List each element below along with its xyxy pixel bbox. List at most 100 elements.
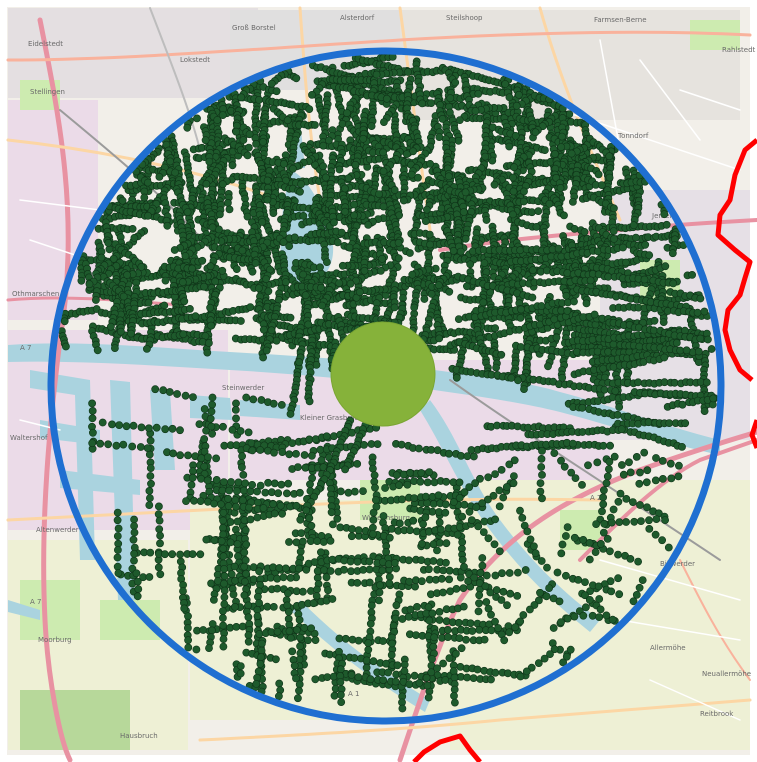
data-point xyxy=(382,94,391,103)
data-point xyxy=(379,118,388,126)
label-billwerder: Billwerder xyxy=(660,560,695,568)
data-point xyxy=(171,168,179,177)
data-point xyxy=(668,249,677,258)
data-point xyxy=(479,298,488,307)
data-point xyxy=(509,173,517,182)
data-point xyxy=(117,327,125,336)
data-point xyxy=(203,348,212,357)
data-point xyxy=(191,312,200,321)
data-point xyxy=(516,313,525,322)
data-point xyxy=(223,198,232,207)
data-point xyxy=(557,143,566,151)
label-farmsen-berne: Farmsen-Berne xyxy=(594,16,647,24)
data-point xyxy=(215,210,224,219)
data-point xyxy=(434,281,443,290)
data-point xyxy=(137,262,146,271)
data-point xyxy=(144,298,153,307)
data-point xyxy=(228,161,237,170)
data-point xyxy=(445,287,454,296)
label-tonndorf: Tonndorf xyxy=(617,132,649,140)
data-point xyxy=(641,240,650,249)
data-point xyxy=(337,228,346,237)
data-point xyxy=(118,196,127,205)
data-point xyxy=(60,317,69,326)
data-point xyxy=(259,353,267,362)
label-reitbrook: Reitbrook xyxy=(700,710,734,718)
data-point xyxy=(272,336,281,345)
data-point xyxy=(296,187,304,196)
data-point xyxy=(474,89,483,98)
data-point xyxy=(272,87,281,96)
data-point xyxy=(278,192,286,201)
data-point xyxy=(290,233,299,242)
data-point xyxy=(615,403,624,411)
data-point xyxy=(77,276,86,285)
data-point xyxy=(427,99,436,107)
data-point xyxy=(519,197,528,206)
data-point xyxy=(185,304,194,313)
data-point xyxy=(123,270,131,279)
data-point xyxy=(170,246,179,254)
data-point xyxy=(239,136,248,144)
data-point xyxy=(418,99,427,108)
data-point xyxy=(142,344,151,353)
data-point xyxy=(551,149,559,158)
data-point xyxy=(140,193,149,202)
data-point xyxy=(218,266,227,275)
data-point xyxy=(262,346,271,355)
data-point xyxy=(243,212,252,221)
data-point xyxy=(299,211,308,220)
data-point xyxy=(308,91,316,99)
data-point xyxy=(263,195,272,204)
data-point xyxy=(127,329,136,338)
data-point xyxy=(286,313,295,322)
data-point xyxy=(372,70,381,79)
data-point xyxy=(305,105,314,113)
data-point xyxy=(420,295,429,303)
data-point xyxy=(425,230,434,239)
label-hausbruch: Hausbruch xyxy=(120,732,158,740)
data-point xyxy=(532,222,541,231)
data-point xyxy=(269,209,278,217)
data-point xyxy=(161,276,170,285)
data-point xyxy=(267,326,276,335)
data-point xyxy=(552,333,561,342)
data-point xyxy=(245,130,254,139)
data-point xyxy=(661,262,670,271)
data-point xyxy=(350,211,358,220)
data-point xyxy=(232,265,241,273)
label-steinwerder: Steinwerder xyxy=(222,384,264,392)
data-point xyxy=(610,234,618,243)
data-point xyxy=(92,296,100,304)
label-a1: A 1 xyxy=(348,690,359,698)
label-alsterdorf: Alsterdorf xyxy=(340,14,375,22)
data-point xyxy=(305,397,314,406)
data-point xyxy=(510,163,518,172)
label-a7-south: A 7 xyxy=(30,598,41,606)
label-moorburg: Moorburg xyxy=(38,636,72,644)
data-point xyxy=(283,116,292,125)
label-waltershof: Waltershof xyxy=(10,434,48,442)
data-point xyxy=(491,324,499,333)
label-a25: A 25 xyxy=(590,494,606,502)
data-point xyxy=(580,227,589,236)
data-point xyxy=(605,173,614,182)
label-steilshoop: Steilshoop xyxy=(446,14,483,22)
data-point xyxy=(544,362,552,371)
data-point xyxy=(597,181,606,189)
admin-boundary xyxy=(412,138,757,762)
data-point xyxy=(672,338,681,347)
data-point xyxy=(295,358,304,367)
data-point xyxy=(497,350,506,359)
data-point xyxy=(650,316,659,325)
label-stellingen: Stellingen xyxy=(30,88,65,96)
data-point xyxy=(297,180,305,188)
data-point xyxy=(528,208,536,217)
data-point xyxy=(93,346,102,355)
data-point xyxy=(541,146,549,154)
data-point xyxy=(207,321,215,330)
data-point xyxy=(236,317,245,325)
data-point xyxy=(444,172,453,181)
data-point xyxy=(445,108,454,117)
